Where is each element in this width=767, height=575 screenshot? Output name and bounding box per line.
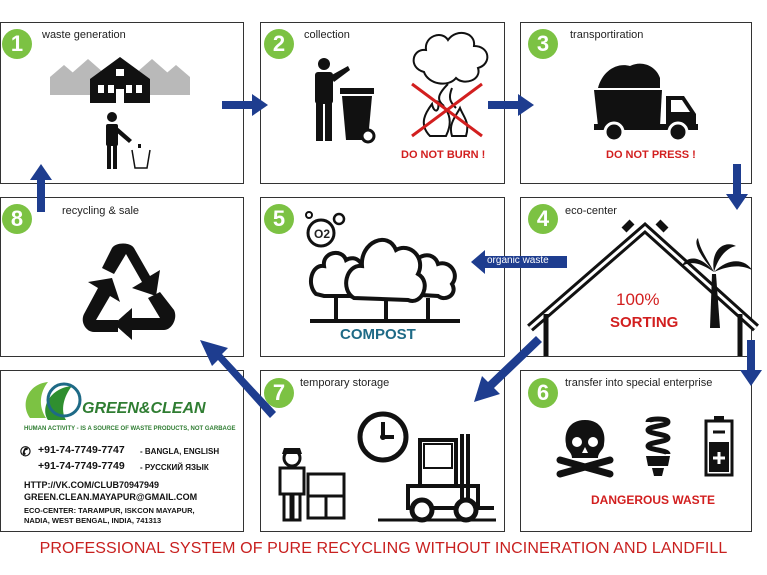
step-badge-3: 3 bbox=[528, 29, 558, 59]
compost-caption: COMPOST bbox=[340, 326, 416, 343]
arrow-3-to-4 bbox=[726, 164, 748, 210]
trash-bin-icon bbox=[315, 58, 376, 144]
do-not-press-text: DO NOT PRESS ! bbox=[606, 149, 696, 161]
step-badge-7: 7 bbox=[264, 378, 294, 408]
o2-bubbles-icon bbox=[305, 211, 346, 248]
step-badge-6: 6 bbox=[528, 378, 558, 408]
step-badge-5: 5 bbox=[264, 204, 294, 234]
phone-2: +91-74-7749-7749 bbox=[38, 460, 125, 472]
address-line-2: NADIA, WEST BENGAL, INDIA, 741313 bbox=[24, 516, 162, 525]
step-label-6: transfer into special enterprise bbox=[565, 377, 713, 389]
step-badge-1: 1 bbox=[2, 29, 32, 59]
step-label-2: collection bbox=[304, 29, 350, 41]
arrow-7-to-8 bbox=[200, 340, 276, 418]
vk-link[interactable]: HTTP://VK.COM/CLUB70947949 bbox=[24, 480, 160, 490]
green-clean-logo-icon bbox=[25, 382, 82, 420]
battery-icon bbox=[704, 416, 734, 477]
step-label-4: eco-center bbox=[565, 205, 617, 217]
trees-icon bbox=[308, 237, 460, 323]
step-label-8: recycling & sale bbox=[62, 205, 140, 217]
organic-waste-arrow bbox=[471, 250, 567, 274]
recycle-icon bbox=[82, 243, 176, 340]
step-label-1: waste generation bbox=[42, 29, 126, 41]
footer-slogan: PROFESSIONAL SYSTEM OF PURE RECYCLING WI… bbox=[39, 540, 728, 557]
worker-boxes-icon bbox=[278, 448, 346, 522]
percent-label: 100% bbox=[616, 290, 660, 309]
do-not-burn-text: DO NOT BURN ! bbox=[401, 149, 486, 161]
eco-center-house-icon bbox=[527, 219, 760, 356]
phone-icon: ✆ bbox=[20, 444, 31, 459]
email-link[interactable]: GREEN.CLEAN.MAYAPUR@GMAIL.COM bbox=[24, 492, 198, 502]
organic-waste-label: organic waste bbox=[487, 255, 549, 266]
arrow-1-to-2 bbox=[222, 94, 268, 116]
houses-icon bbox=[50, 57, 190, 103]
arrow-4-to-7 bbox=[474, 336, 542, 402]
phone-2-lang: - РУССКИЙ ЯЗЫК bbox=[140, 463, 209, 472]
person-throwing-icon bbox=[106, 112, 151, 169]
forklift-icon bbox=[378, 434, 496, 523]
dangerous-waste-caption: DANGEROUS WASTE bbox=[591, 493, 716, 507]
phone-1-lang: - BANGLA, ENGLISH bbox=[140, 447, 220, 456]
phone-1: +91-74-7749-7747 bbox=[38, 444, 125, 456]
bulb-icon bbox=[645, 416, 671, 476]
arrow-2-to-3 bbox=[488, 94, 534, 116]
step-badge-4: 4 bbox=[528, 204, 558, 234]
arrow-8-to-1 bbox=[30, 164, 52, 212]
address-line-1: ECO-CENTER: TARAMPUR, ISKCON MAYAPUR, bbox=[24, 506, 195, 515]
step-badge-8: 8 bbox=[2, 204, 32, 234]
garbage-truck-icon bbox=[594, 63, 698, 143]
sorting-label: SORTING bbox=[610, 314, 679, 331]
o2-label: O2 bbox=[314, 227, 331, 241]
step-label-3: transportiration bbox=[570, 29, 644, 41]
logo-name: GREEN&CLEAN bbox=[82, 400, 206, 417]
step-badge-2: 2 bbox=[264, 29, 294, 59]
no-burn-icon bbox=[411, 31, 489, 138]
logo-tagline: HUMAN ACTIVITY - IS A SOURCE OF WASTE PR… bbox=[24, 426, 236, 432]
step-label-7: temporary storage bbox=[300, 377, 390, 389]
skull-icon bbox=[556, 420, 614, 478]
clock-icon bbox=[357, 411, 409, 463]
arrow-4-to-6 bbox=[740, 340, 762, 386]
